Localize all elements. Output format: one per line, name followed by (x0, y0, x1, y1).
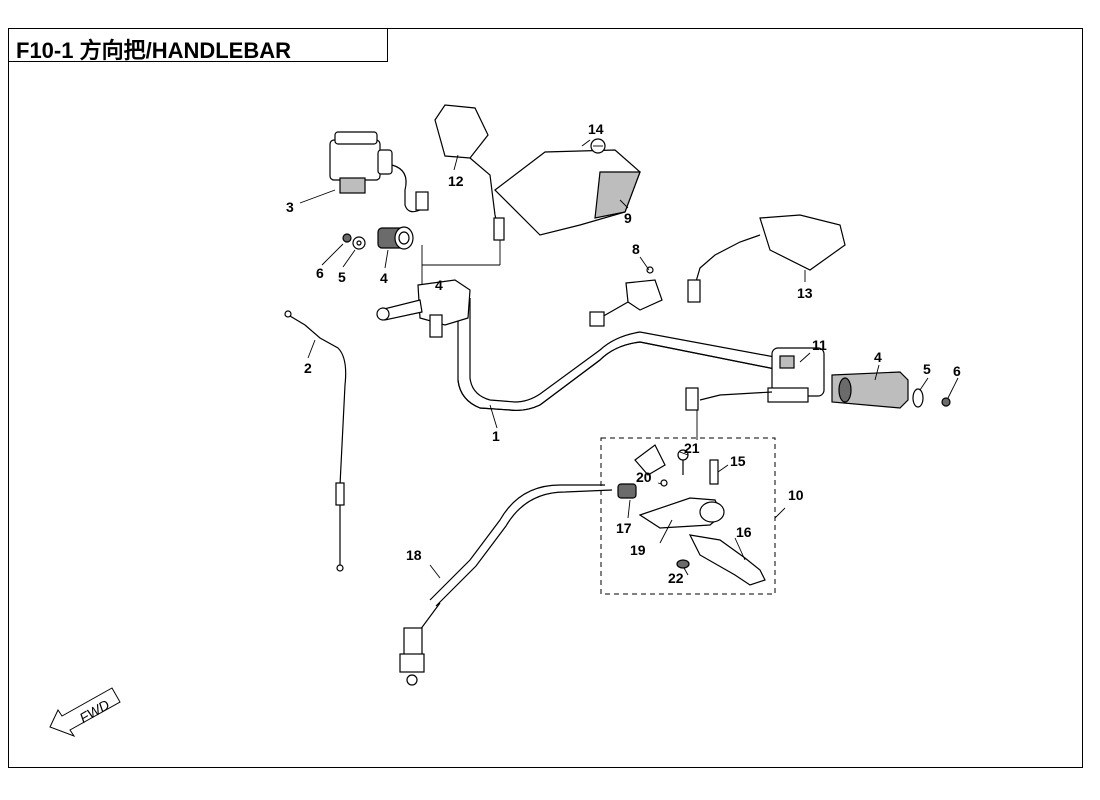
part-number-5-right: 5 (923, 361, 931, 377)
part-number-3: 3 (286, 199, 294, 215)
part-number-8: 8 (632, 241, 640, 257)
part-number-5-left: 5 (338, 269, 346, 285)
part-number-21: 21 (684, 440, 700, 456)
part-number-13: 13 (797, 285, 813, 301)
lever-nut (676, 559, 690, 569)
clutch-cable (399, 484, 613, 686)
lever-holder (638, 497, 725, 529)
part-number-15: 15 (730, 453, 746, 469)
lever-assembly-box (600, 437, 776, 595)
title-box (8, 28, 388, 62)
lever-clamp (634, 444, 689, 487)
part-number-18: 18 (406, 547, 422, 563)
part-number-12: 12 (448, 173, 464, 189)
lock-cylinder (377, 226, 414, 250)
part-number-1: 1 (492, 428, 500, 444)
part-number-9: 9 (624, 210, 632, 226)
fwd-arrow: FWD (49, 687, 121, 738)
right-mirror (687, 214, 846, 303)
throttle-cable (284, 310, 347, 572)
washer-left (352, 236, 366, 250)
part-number-20: 20 (636, 469, 652, 485)
part-number-14: 14 (588, 121, 604, 137)
part-number-17: 17 (616, 520, 632, 536)
cable-adjuster (617, 483, 637, 499)
left-switch-housing (376, 279, 471, 338)
part-number-10: 10 (788, 487, 804, 503)
bracket-switch (589, 266, 663, 327)
part-number-11: 11 (812, 337, 827, 353)
drawing-frame (8, 28, 1083, 768)
part-number-4-lock: 4 (380, 270, 388, 286)
left-mirror (434, 104, 505, 241)
right-grip (831, 371, 909, 409)
end-plug (590, 138, 606, 154)
part-number-16: 16 (736, 524, 752, 540)
handlebar-tube (457, 298, 781, 412)
bolt-right (941, 397, 951, 407)
part-number-6-right: 6 (953, 363, 961, 379)
bolt-left (342, 233, 352, 243)
part-number-2: 2 (304, 360, 312, 376)
part-number-4-grip: 4 (874, 349, 882, 365)
diagram-title: F10-1 方向把/HANDLEBAR (16, 38, 292, 63)
master-cylinder (329, 131, 429, 213)
part-number-4-switch: 4 (435, 277, 443, 293)
hand-guard (494, 149, 641, 236)
part-number-22: 22 (668, 570, 684, 586)
clutch-lever (688, 534, 766, 586)
pivot-pin (709, 459, 719, 485)
part-number-19: 19 (630, 542, 646, 558)
part-number-6-left: 6 (316, 265, 324, 281)
right-switch-housing (685, 347, 825, 411)
washer-right (912, 388, 924, 408)
